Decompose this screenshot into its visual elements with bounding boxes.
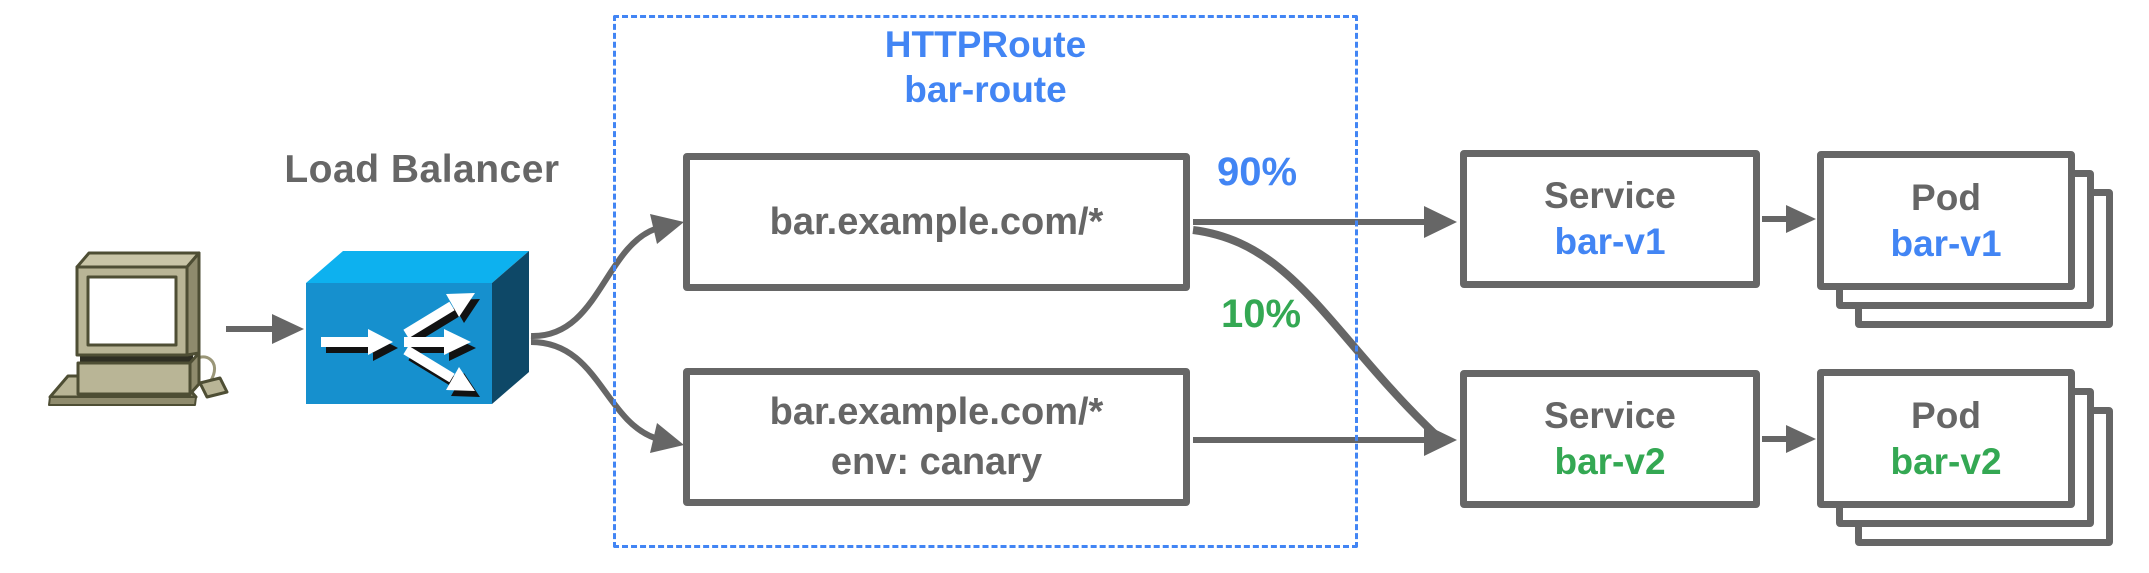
pod-stack-bar-v1: Pod bar-v1 bbox=[1817, 151, 2113, 328]
arrow-rule1-to-service-v1 bbox=[1193, 206, 1457, 238]
arrow-lb-to-rule2 bbox=[530, 339, 684, 453]
route-rule-box-2: bar.example.com/* env: canary bbox=[683, 368, 1190, 506]
route-rule-box-1: bar.example.com/* bbox=[683, 153, 1190, 291]
base-front bbox=[76, 361, 192, 396]
load-balancer-label: Load Balancer bbox=[284, 148, 560, 191]
load-balancer-icon bbox=[306, 251, 529, 404]
httproute-name-label: bar-route bbox=[904, 69, 1067, 111]
service-type-label: Service bbox=[1544, 395, 1676, 437]
monitor-top bbox=[75, 251, 201, 269]
pod-box-bar-v2: Pod bar-v2 bbox=[1817, 369, 2075, 508]
weight-label-10: 10% bbox=[1220, 292, 1302, 336]
keyboard-edge bbox=[48, 396, 197, 406]
mouse bbox=[198, 376, 229, 399]
arrow-client-to-lb bbox=[226, 314, 304, 344]
monitor-screen bbox=[86, 275, 178, 347]
pod-type-label: Pod bbox=[1911, 394, 1981, 436]
pod-type-label: Pod bbox=[1911, 176, 1981, 218]
httproute-group-title: HTTPRoute bar-route bbox=[613, 22, 1358, 112]
service-type-label: Service bbox=[1544, 175, 1676, 217]
pod-name-label: bar-v1 bbox=[1890, 222, 2002, 264]
pod-box-bar-v1: Pod bar-v1 bbox=[1817, 151, 2075, 290]
httproute-group-boundary bbox=[613, 15, 1358, 548]
rule2-match-text: bar.example.com/* bbox=[769, 390, 1104, 433]
rule1-match-text: bar.example.com/* bbox=[769, 200, 1104, 243]
service-name-label: bar-v1 bbox=[1554, 221, 1666, 262]
arrow-service-v2-to-pod-v2 bbox=[1762, 425, 1816, 453]
weight-label-90: 90% bbox=[1216, 150, 1298, 194]
lb-top-face bbox=[306, 251, 529, 283]
arrow-lb-to-rule1 bbox=[530, 214, 684, 340]
pod-name-label: bar-v2 bbox=[1890, 440, 2002, 482]
curve-rule1-to-service-v2 bbox=[1192, 226, 1440, 439]
monitor-side bbox=[185, 251, 201, 357]
service-name-label: bar-v2 bbox=[1554, 441, 1666, 482]
arrow-service-v1-to-pod-v1 bbox=[1762, 205, 1816, 233]
connectors bbox=[226, 205, 1816, 456]
client-computer-icon bbox=[48, 251, 229, 406]
service-box-bar-v1: Service bar-v1 bbox=[1460, 150, 1760, 288]
lb-fanout-arrows bbox=[321, 293, 475, 391]
rule2-header-match-text: env: canary bbox=[830, 441, 1043, 483]
arrow-rule2-to-service-v2 bbox=[1193, 424, 1457, 456]
service-box-bar-v2: Service bar-v2 bbox=[1460, 370, 1760, 508]
httproute-kind-label: HTTPRoute bbox=[884, 24, 1087, 65]
lb-side-face bbox=[492, 251, 529, 404]
pod-stack-bar-v2: Pod bar-v2 bbox=[1817, 369, 2113, 546]
